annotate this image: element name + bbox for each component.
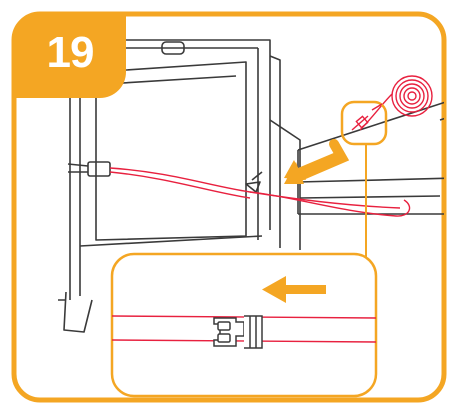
step-number: 19 bbox=[46, 28, 95, 77]
buckle-icon bbox=[213, 315, 263, 349]
illustration bbox=[58, 39, 444, 333]
step-badge bbox=[14, 14, 126, 98]
detail-inset bbox=[110, 252, 378, 398]
strap-clip-icon bbox=[351, 103, 383, 131]
clip-callout bbox=[340, 100, 388, 146]
arrow-left-icon bbox=[262, 276, 326, 303]
strap-roll bbox=[391, 75, 433, 117]
crib-illustration bbox=[58, 39, 444, 333]
arrow-left-down-icon bbox=[284, 139, 350, 184]
